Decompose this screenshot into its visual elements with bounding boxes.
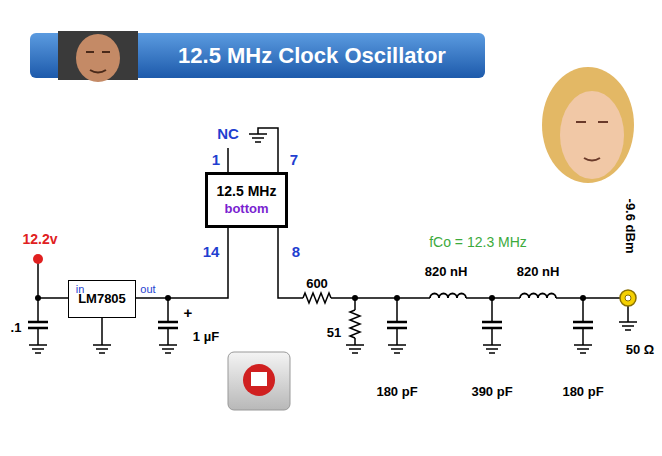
component-value: 820 nH <box>517 265 560 279</box>
component-value: 390 pF <box>471 385 512 399</box>
component-value: 51 <box>327 326 341 340</box>
polarity-mark: + <box>184 305 193 322</box>
output-level: -9.6 dBm <box>623 199 637 254</box>
pin-number: 8 <box>292 244 300 261</box>
resistor-symbol <box>350 310 360 338</box>
portrait-face <box>76 34 120 82</box>
resistor-symbol <box>303 293 331 303</box>
impedance-label: 50 Ω <box>626 343 655 357</box>
component-value: 600 <box>306 277 328 291</box>
title-text: 12.5 MHz Clock Oscillator <box>178 43 446 69</box>
portrait-face <box>560 91 624 179</box>
node-text: 12.5 MHz <box>217 182 277 200</box>
logo-figure <box>243 364 275 396</box>
node-text: bottom <box>224 201 268 218</box>
pin-number: 14 <box>203 244 220 261</box>
pin-number: 7 <box>290 152 298 169</box>
portrait-features <box>576 122 608 161</box>
terminal-label: in <box>76 283 85 295</box>
pin-label: NC <box>217 126 239 143</box>
junction-dot <box>35 295 41 301</box>
supply-terminal <box>33 254 43 264</box>
node-text: LM7805 <box>78 291 126 308</box>
oscillator-box: 12.5 MHzbottom <box>205 172 288 228</box>
portrait-features <box>86 52 110 73</box>
portrait-hair <box>542 67 634 183</box>
junction-dot <box>394 295 400 301</box>
bnc-connector-pin <box>625 295 631 301</box>
junction-dot <box>352 295 358 301</box>
terminal-label: out <box>140 283 155 295</box>
capacitor-symbol <box>28 322 593 328</box>
component-value: 820 nH <box>425 265 468 279</box>
wire-connector <box>136 228 228 298</box>
junction-dot <box>489 295 495 301</box>
component-value: 180 pF <box>376 385 417 399</box>
component-value: .1 <box>11 321 22 335</box>
pin-number: 1 <box>212 152 220 169</box>
inductor-symbol <box>520 294 556 299</box>
logo-tile <box>228 352 290 410</box>
ground-symbol <box>29 134 637 353</box>
bnc-connector <box>620 290 636 306</box>
component-value: 1 µF <box>193 330 219 344</box>
cutoff-frequency: fCo = 12.3 MHz <box>429 235 527 250</box>
wire <box>38 128 628 345</box>
junction-dot <box>580 295 586 301</box>
inductor-symbol <box>430 294 466 299</box>
component-value: 180 pF <box>562 385 603 399</box>
supply-voltage: 12.2v <box>22 232 57 247</box>
logo-figure <box>251 372 267 386</box>
